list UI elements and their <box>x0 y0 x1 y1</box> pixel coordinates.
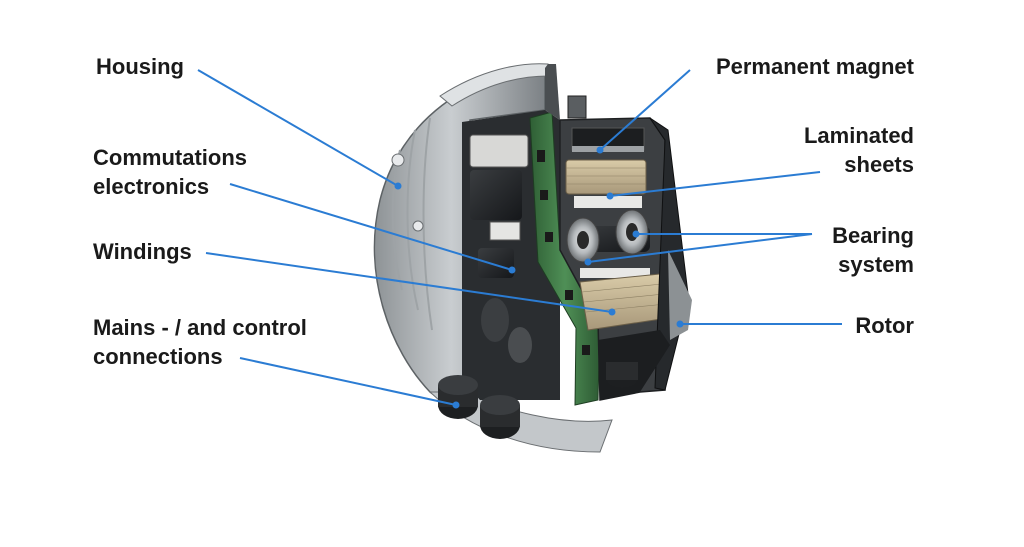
leader-mains-dot <box>452 401 460 409</box>
rotor-outer-edge <box>668 250 692 340</box>
leader-bearing-2 <box>587 233 813 263</box>
housing-screw-icon <box>391 153 405 167</box>
stator-insulator-lower <box>580 268 650 278</box>
pcb-board <box>529 111 601 406</box>
leader-mains <box>239 357 457 406</box>
stator-insulator <box>574 196 642 208</box>
capacitor-cylinder <box>481 298 509 342</box>
leader-bearing-dot <box>632 230 640 238</box>
housing-screw-icon <box>412 220 424 232</box>
label-permanent-magnet-line-1: Permanent magnet <box>715 54 914 79</box>
motor-illustration <box>373 63 692 453</box>
label-housing: Housing <box>96 52 184 81</box>
connector-block <box>489 221 521 241</box>
leader-rotor-dot <box>676 320 684 328</box>
label-permanent-magnet: Permanent magnet <box>716 52 914 81</box>
label-windings: Windings <box>93 237 192 266</box>
label-housing-line-1: Housing <box>96 54 184 79</box>
leader-permanent-magnet-dot <box>596 146 604 154</box>
label-laminated-sheets: Laminated sheets <box>804 121 914 179</box>
component-block <box>478 248 514 278</box>
label-bearing-system: Bearing system <box>832 221 914 279</box>
top-bolt <box>567 95 587 119</box>
pcb-components <box>537 150 590 355</box>
label-laminated-line-2: sheets <box>844 152 914 177</box>
leader-commutation-dot <box>508 266 516 274</box>
label-laminated-line-1: Laminated <box>803 123 914 148</box>
inductor-block <box>470 170 522 220</box>
label-rotor-line-1: Rotor <box>855 313 914 338</box>
permanent-magnet-face <box>572 146 644 152</box>
laminated-sheets-upper <box>565 159 647 195</box>
label-bearing-line-1: Bearing <box>832 223 914 248</box>
leader-housing-dot <box>394 182 402 190</box>
label-commutation-electronics: Commutations electronics <box>93 143 247 201</box>
leader-housing <box>197 69 399 187</box>
leader-windings-dot <box>608 308 616 316</box>
label-mains-connections: Mains - / and control connections <box>93 313 307 371</box>
leader-laminated <box>609 171 821 197</box>
leader-laminated-dot <box>606 192 614 200</box>
lamination-lines <box>566 167 646 185</box>
label-mains-line-2: connections <box>93 344 223 369</box>
leader-permanent-magnet <box>599 69 691 151</box>
leader-commutation <box>229 183 513 271</box>
label-rotor: Rotor <box>855 311 914 340</box>
label-mains-line-1: Mains - / and control <box>93 315 307 340</box>
label-windings-line-1: Windings <box>93 239 192 264</box>
leader-bearing-dot <box>584 258 592 266</box>
leader-windings <box>205 252 613 313</box>
capacitor-block <box>469 134 529 168</box>
label-commutation-line-2: electronics <box>93 174 210 199</box>
bearing-left-hole <box>577 231 589 249</box>
label-bearing-line-2: system <box>838 252 914 277</box>
label-commutation-line-1: Commutations <box>93 145 247 170</box>
leader-lines <box>197 69 842 409</box>
capacitor-cylinder <box>508 327 532 363</box>
top-flange <box>545 64 560 120</box>
